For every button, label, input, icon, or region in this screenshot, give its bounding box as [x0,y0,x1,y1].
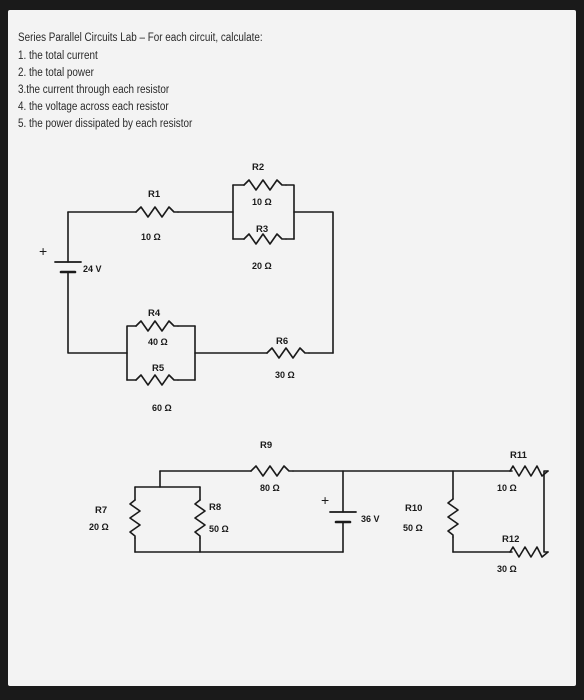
resistor-r12-label: R12 [502,534,519,545]
resistor-r9-value: 80 Ω [260,483,280,493]
resistor-r12-symbol [509,546,549,558]
resistor-r5-value: 60 Ω [152,403,172,413]
instruction-item-3: 3.the current through each resistor [18,84,170,96]
battery-24v-plus-sign: + [39,243,47,259]
circuit-1-wires [67,184,334,381]
resistor-r5-symbol [135,374,179,386]
resistor-r3-symbol [243,233,287,245]
resistor-r2-value: 10 Ω [252,197,272,207]
resistor-r2-symbol [243,179,287,191]
resistor-r4-label: R4 [148,308,161,319]
instruction-item-4: 4. the voltage across each resistor [18,101,169,113]
resistor-r11-value: 10 Ω [497,483,517,493]
battery-24v-value: 24 V [83,264,102,274]
resistor-r6-symbol [266,347,310,359]
resistor-r12-value: 30 Ω [497,564,517,574]
battery-36v-plus-sign: + [321,492,329,508]
resistor-r5-label: R5 [152,363,165,374]
resistor-r10-symbol [447,498,459,538]
resistor-r10-label: R10 [405,503,422,514]
resistor-r4-value: 40 Ω [148,337,168,347]
resistor-r2-label: R2 [252,162,264,173]
resistor-r8-symbol [194,499,206,539]
battery-24v-symbol [54,261,82,274]
resistor-r11-label: R11 [510,450,528,461]
resistor-r10-value: 50 Ω [403,523,423,533]
resistor-r1-symbol [135,206,179,218]
resistor-r1-value: 10 Ω [141,232,161,242]
resistor-r3-value: 20 Ω [252,261,272,271]
resistor-r6-label: R6 [276,336,288,347]
instructions-block: Series Parallel Circuits Lab – For each … [18,30,263,133]
resistor-r8-label: R8 [209,502,221,513]
resistor-r3-label: R3 [256,224,268,235]
worksheet-paper [8,10,576,686]
resistor-r7-value: 20 Ω [89,522,109,532]
resistor-r4-symbol [135,320,179,332]
resistor-r9-label: R9 [260,440,272,451]
instruction-item-5: 5. the power dissipated by each resistor [18,118,193,130]
instruction-item-1: 1. the total current [18,50,98,62]
resistor-r8-value: 50 Ω [209,524,229,534]
battery-36v-value: 36 V [361,514,380,524]
resistor-r7-symbol [129,499,141,539]
circuit-2-wires [134,470,549,553]
resistor-r6-value: 30 Ω [275,370,295,380]
instructions-title: Series Parallel Circuits Lab – For each … [18,32,263,44]
instruction-item-2: 2. the total power [18,67,94,79]
resistor-r11-symbol [509,465,549,477]
resistor-r1-label: R1 [148,189,161,200]
resistor-r7-label: R7 [95,505,107,516]
resistor-r9-symbol [250,465,294,477]
battery-36v-symbol [329,511,357,524]
